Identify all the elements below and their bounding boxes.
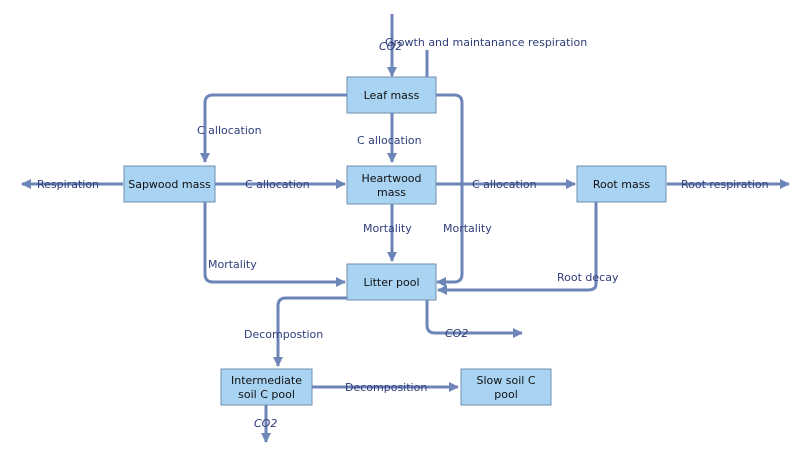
litter-pool-node: Litter pool [346, 263, 437, 301]
intermediate-soil-node: Intermediate soil C pool [220, 368, 313, 406]
sapwood-mass-label: Sapwood mass [128, 178, 211, 191]
root-mass-label: Root mass [593, 178, 651, 191]
c-allocation-center-label: C allocation [357, 134, 422, 147]
sapwood-mass-node: Sapwood mass [123, 165, 216, 203]
decompostion-label: Decompostion [244, 328, 323, 341]
mortality-heartwood-label: Mortality [363, 222, 412, 235]
litter-to-intermediate-arrow [273, 296, 347, 367]
slow-soil-node: Slow soil C pool [460, 368, 552, 406]
heartwood-label-line2: mass [377, 186, 406, 199]
litter-co2-arrow [425, 300, 523, 338]
growth-respiration-label: Growth and maintanance respiration [385, 36, 587, 49]
leaf-mass-label: Leaf mass [364, 89, 420, 102]
intermediate-label-line2: soil C pool [238, 388, 295, 401]
root-respiration-label: Root respiration [681, 178, 769, 191]
co2-litter-label: CO2 [445, 327, 468, 340]
heartwood-mass-node: Heartwood mass [346, 165, 437, 205]
respiration-label: Respiration [37, 178, 99, 191]
leaf-to-sapwood-arrow [200, 93, 347, 163]
co2-bottom-label: CO2 [254, 417, 277, 430]
intermediate-label-line1: Intermediate [231, 374, 302, 387]
root-mass-node: Root mass [576, 165, 667, 203]
slow-soil-label-line1: Slow soil C [476, 374, 535, 387]
c-allocation-heart-root-label: C allocation [472, 178, 537, 191]
leaf-mass-node: Leaf mass [346, 76, 437, 114]
mortality-leaf-label: Mortality [443, 222, 492, 235]
slow-soil-label-line2: pool [494, 388, 518, 401]
root-decay-label: Root decay [557, 271, 619, 284]
litter-pool-label: Litter pool [363, 276, 419, 289]
co2-top-label: CO2 [379, 40, 402, 53]
c-allocation-sap-heart-label: C allocation [245, 178, 310, 191]
mortality-sapwood-label: Mortality [208, 258, 257, 271]
heartwood-label-line1: Heartwood [361, 172, 421, 185]
root-decay-arrow [437, 202, 598, 295]
sapwood-to-litter-arrow [203, 202, 346, 287]
decomposition-label: Decomposition [345, 381, 427, 394]
leaf-to-litter-arrow [436, 93, 464, 287]
c-allocation-left-label: C allocation [197, 124, 262, 137]
